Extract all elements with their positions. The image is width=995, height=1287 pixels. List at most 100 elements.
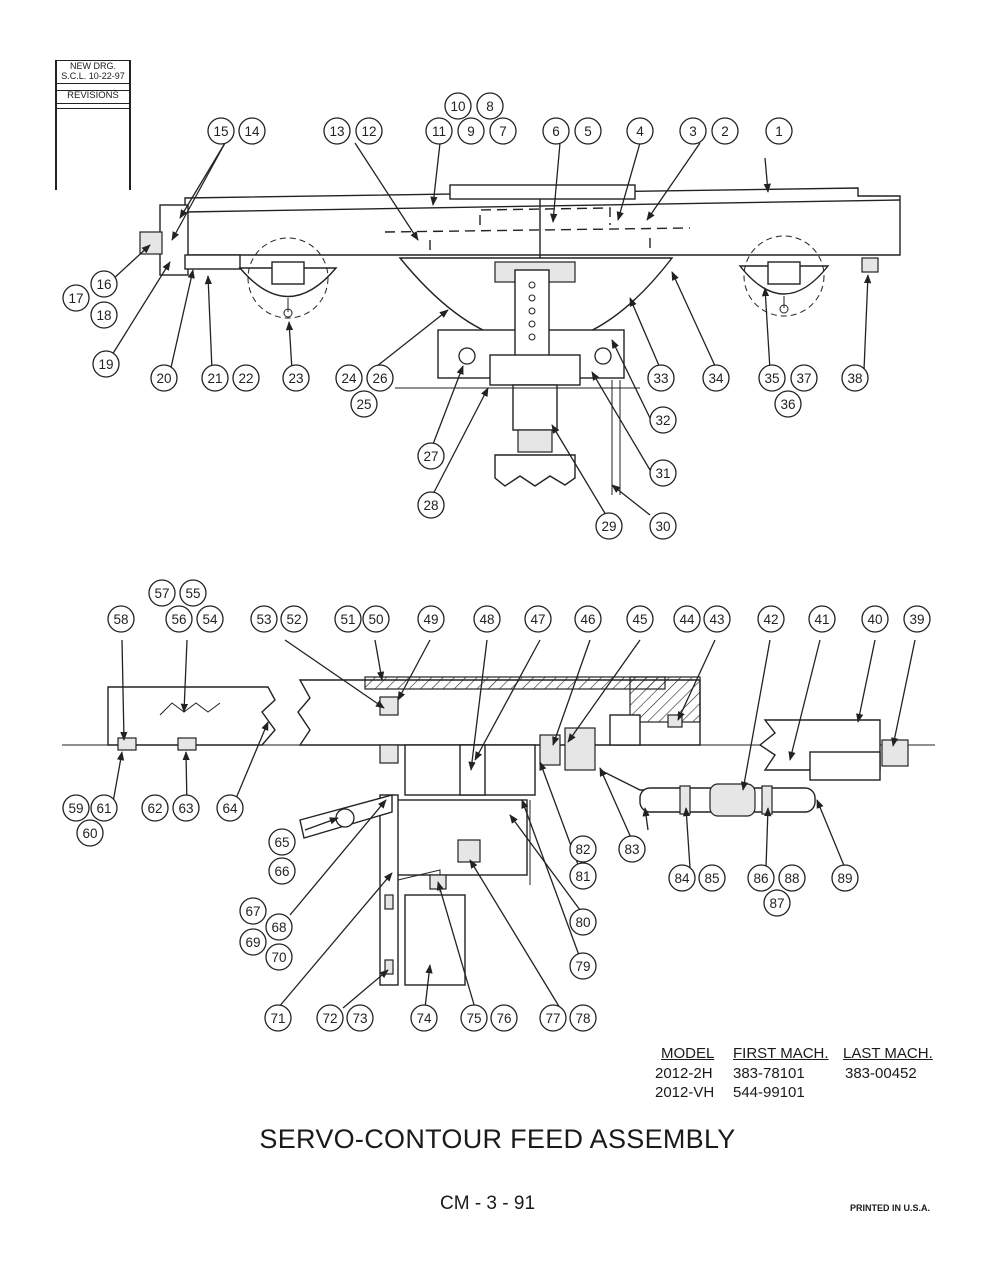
callout-circle (444, 92, 472, 120)
top-plate (449, 184, 636, 200)
callout-44: 44 (673, 605, 701, 633)
callout-circle (90, 794, 118, 822)
callout-number: 44 (679, 612, 695, 627)
callout-86: 86 (747, 864, 775, 892)
callout-68: 68 (265, 913, 293, 941)
bearing-upper (379, 696, 399, 716)
hose-clamp-left (679, 785, 691, 815)
callout-71: 71 (264, 1004, 292, 1032)
callout-9: 9 (457, 117, 485, 145)
motor-mount (494, 454, 576, 487)
callout-number: 29 (601, 519, 616, 534)
callout-4: 4 (626, 117, 654, 145)
callout-21: 21 (201, 364, 229, 392)
callout-89: 89 (831, 864, 859, 892)
callout-43: 43 (703, 605, 731, 633)
callout-64: 64 (216, 794, 244, 822)
callout-circle (316, 1004, 344, 1032)
callout-number: 10 (450, 99, 465, 114)
lower-bracket (391, 799, 528, 876)
callout-number: 86 (753, 871, 768, 886)
left-beam (107, 686, 276, 746)
callout-number: 24 (341, 371, 357, 386)
callout-number: 53 (256, 612, 271, 627)
callout-number: 27 (423, 449, 438, 464)
callout-circle (778, 864, 806, 892)
callout-number: 4 (636, 124, 644, 139)
callout-circle (763, 889, 791, 917)
callout-47: 47 (524, 605, 552, 633)
revision-block: NEW DRG. S.C.L. 10-22-97 REVISIONS (55, 60, 131, 190)
right-foot-nut (861, 257, 879, 273)
callout-circle (569, 835, 597, 863)
callout-circle (903, 605, 931, 633)
callout-circle (747, 864, 775, 892)
callout-51: 51 (334, 605, 362, 633)
callout-75: 75 (460, 1004, 488, 1032)
hidden-line-lower (384, 227, 691, 233)
callout-40: 40 (861, 605, 889, 633)
callout-circle (346, 1004, 374, 1032)
callout-76: 76 (490, 1004, 518, 1032)
callout-69: 69 (239, 928, 267, 956)
callout-circle (201, 364, 229, 392)
callout-number: 63 (178, 801, 193, 816)
callout-circle (460, 1004, 488, 1032)
callout-number: 22 (238, 371, 253, 386)
callout-circle (569, 952, 597, 980)
callout-number: 73 (352, 1011, 367, 1026)
callout-circle (703, 605, 731, 633)
callout-circle (150, 364, 178, 392)
callout-number: 52 (286, 612, 301, 627)
callout-number: 9 (467, 124, 475, 139)
callout-circle (92, 350, 120, 378)
callout-number: 28 (423, 498, 438, 513)
callout-33: 33 (647, 364, 675, 392)
callout-circle (626, 605, 654, 633)
callout-circle (569, 1004, 597, 1032)
callout-20: 20 (150, 364, 178, 392)
callout-number: 41 (814, 612, 829, 627)
callout-30: 30 (649, 512, 677, 540)
hidden-line-ends (429, 238, 651, 252)
callout-circle (76, 819, 104, 847)
left-end-block (159, 204, 189, 276)
callout-87: 87 (763, 889, 791, 917)
callout-circle (673, 605, 701, 633)
callout-number: 56 (171, 612, 186, 627)
callout-number: 49 (423, 612, 438, 627)
callout-circle (250, 605, 278, 633)
table-cell-first-2: 544-99101 (733, 1084, 805, 1101)
screw-upper (384, 894, 394, 910)
callout-circle (473, 605, 501, 633)
callout-circle (268, 828, 296, 856)
callout-number: 54 (202, 612, 218, 627)
callout-80: 80 (569, 908, 597, 936)
callout-number: 76 (496, 1011, 511, 1026)
solenoid-body (404, 894, 466, 986)
callout-24: 24 (335, 364, 363, 392)
callout-56: 56 (165, 605, 193, 633)
callout-6: 6 (542, 117, 570, 145)
pivot-block (564, 727, 596, 771)
callout-3: 3 (679, 117, 707, 145)
callout-number: 38 (847, 371, 862, 386)
callout-circle (165, 605, 193, 633)
callout-66: 66 (268, 857, 296, 885)
callout-circle (410, 1004, 438, 1032)
callout-35: 35 (758, 364, 786, 392)
hose-clamp-right (761, 785, 773, 815)
table-cell-last-1: 383-00452 (845, 1065, 917, 1082)
callout-48: 48 (473, 605, 501, 633)
callout-number: 47 (530, 612, 545, 627)
callout-29: 29 (595, 512, 623, 540)
callout-circle (148, 579, 176, 607)
callout-81: 81 (569, 862, 597, 890)
callout-number: 7 (499, 124, 507, 139)
callout-74: 74 (410, 1004, 438, 1032)
callout-circle (265, 913, 293, 941)
callout-number: 34 (708, 371, 724, 386)
callout-62: 62 (141, 794, 169, 822)
callout-78: 78 (569, 1004, 597, 1032)
